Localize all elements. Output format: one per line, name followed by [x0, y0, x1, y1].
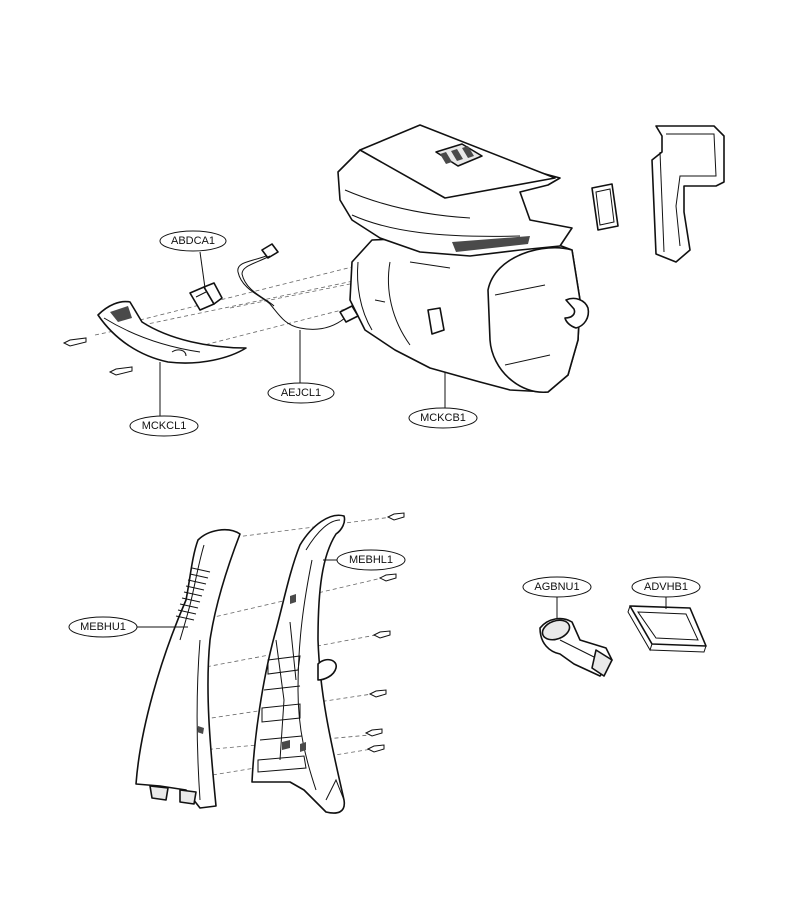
wire-harness-part — [237, 243, 359, 330]
screw-top-left — [62, 337, 87, 347]
callout-advhb1: ADVHB1 — [631, 576, 701, 598]
bottom-leader-lines — [137, 559, 667, 628]
lens-cover-part — [97, 300, 247, 364]
housing-part — [337, 124, 590, 393]
callout-mebhl1-text: MEBHL1 — [349, 554, 393, 566]
screw-handle-1 — [386, 512, 405, 521]
callout-agbnu1: AGBNU1 — [522, 576, 592, 598]
screw-handle-3 — [372, 630, 391, 639]
callout-mebhl1: MEBHL1 — [336, 549, 406, 571]
callout-advhb1-text: ADVHB1 — [644, 581, 688, 593]
handle-grip-ribs — [175, 567, 211, 621]
handle-lower-shell-part — [251, 514, 346, 814]
callout-mckcb1: MCKCB1 — [408, 407, 478, 429]
callout-abdca1: ABDCA1 — [159, 230, 227, 252]
callout-mckcl1-text: MCKCL1 — [142, 420, 187, 432]
callout-mckcl1: MCKCL1 — [129, 415, 199, 437]
handle-upper-shell-part — [135, 528, 241, 809]
callout-aejcl1-text: AEJCL1 — [281, 387, 321, 399]
rectangular-gasket-part — [627, 605, 707, 653]
callout-aejcl1: AEJCL1 — [267, 382, 335, 404]
nozzle-part — [539, 617, 613, 677]
wire-bracket — [651, 125, 725, 263]
top-leader-lines — [159, 251, 446, 418]
callout-mebhu1-text: MEBHU1 — [80, 621, 126, 633]
bulb-socket-part — [189, 282, 223, 311]
screw-top-bottom — [108, 366, 133, 376]
screw-handle-2 — [378, 573, 397, 582]
callout-mckcb1-text: MCKCB1 — [420, 412, 466, 424]
callout-abdca1-text: ABDCA1 — [171, 235, 215, 247]
screws-bottom — [364, 512, 405, 753]
callout-agbnu1-text: AGBNU1 — [534, 581, 579, 593]
callout-mebhu1: MEBHU1 — [68, 616, 138, 638]
screw-handle-5 — [364, 728, 383, 737]
small-square-pad — [591, 183, 619, 231]
screw-handle-6 — [366, 744, 385, 753]
screw-handle-4 — [368, 689, 387, 698]
handle-internal-ribs — [257, 621, 307, 773]
